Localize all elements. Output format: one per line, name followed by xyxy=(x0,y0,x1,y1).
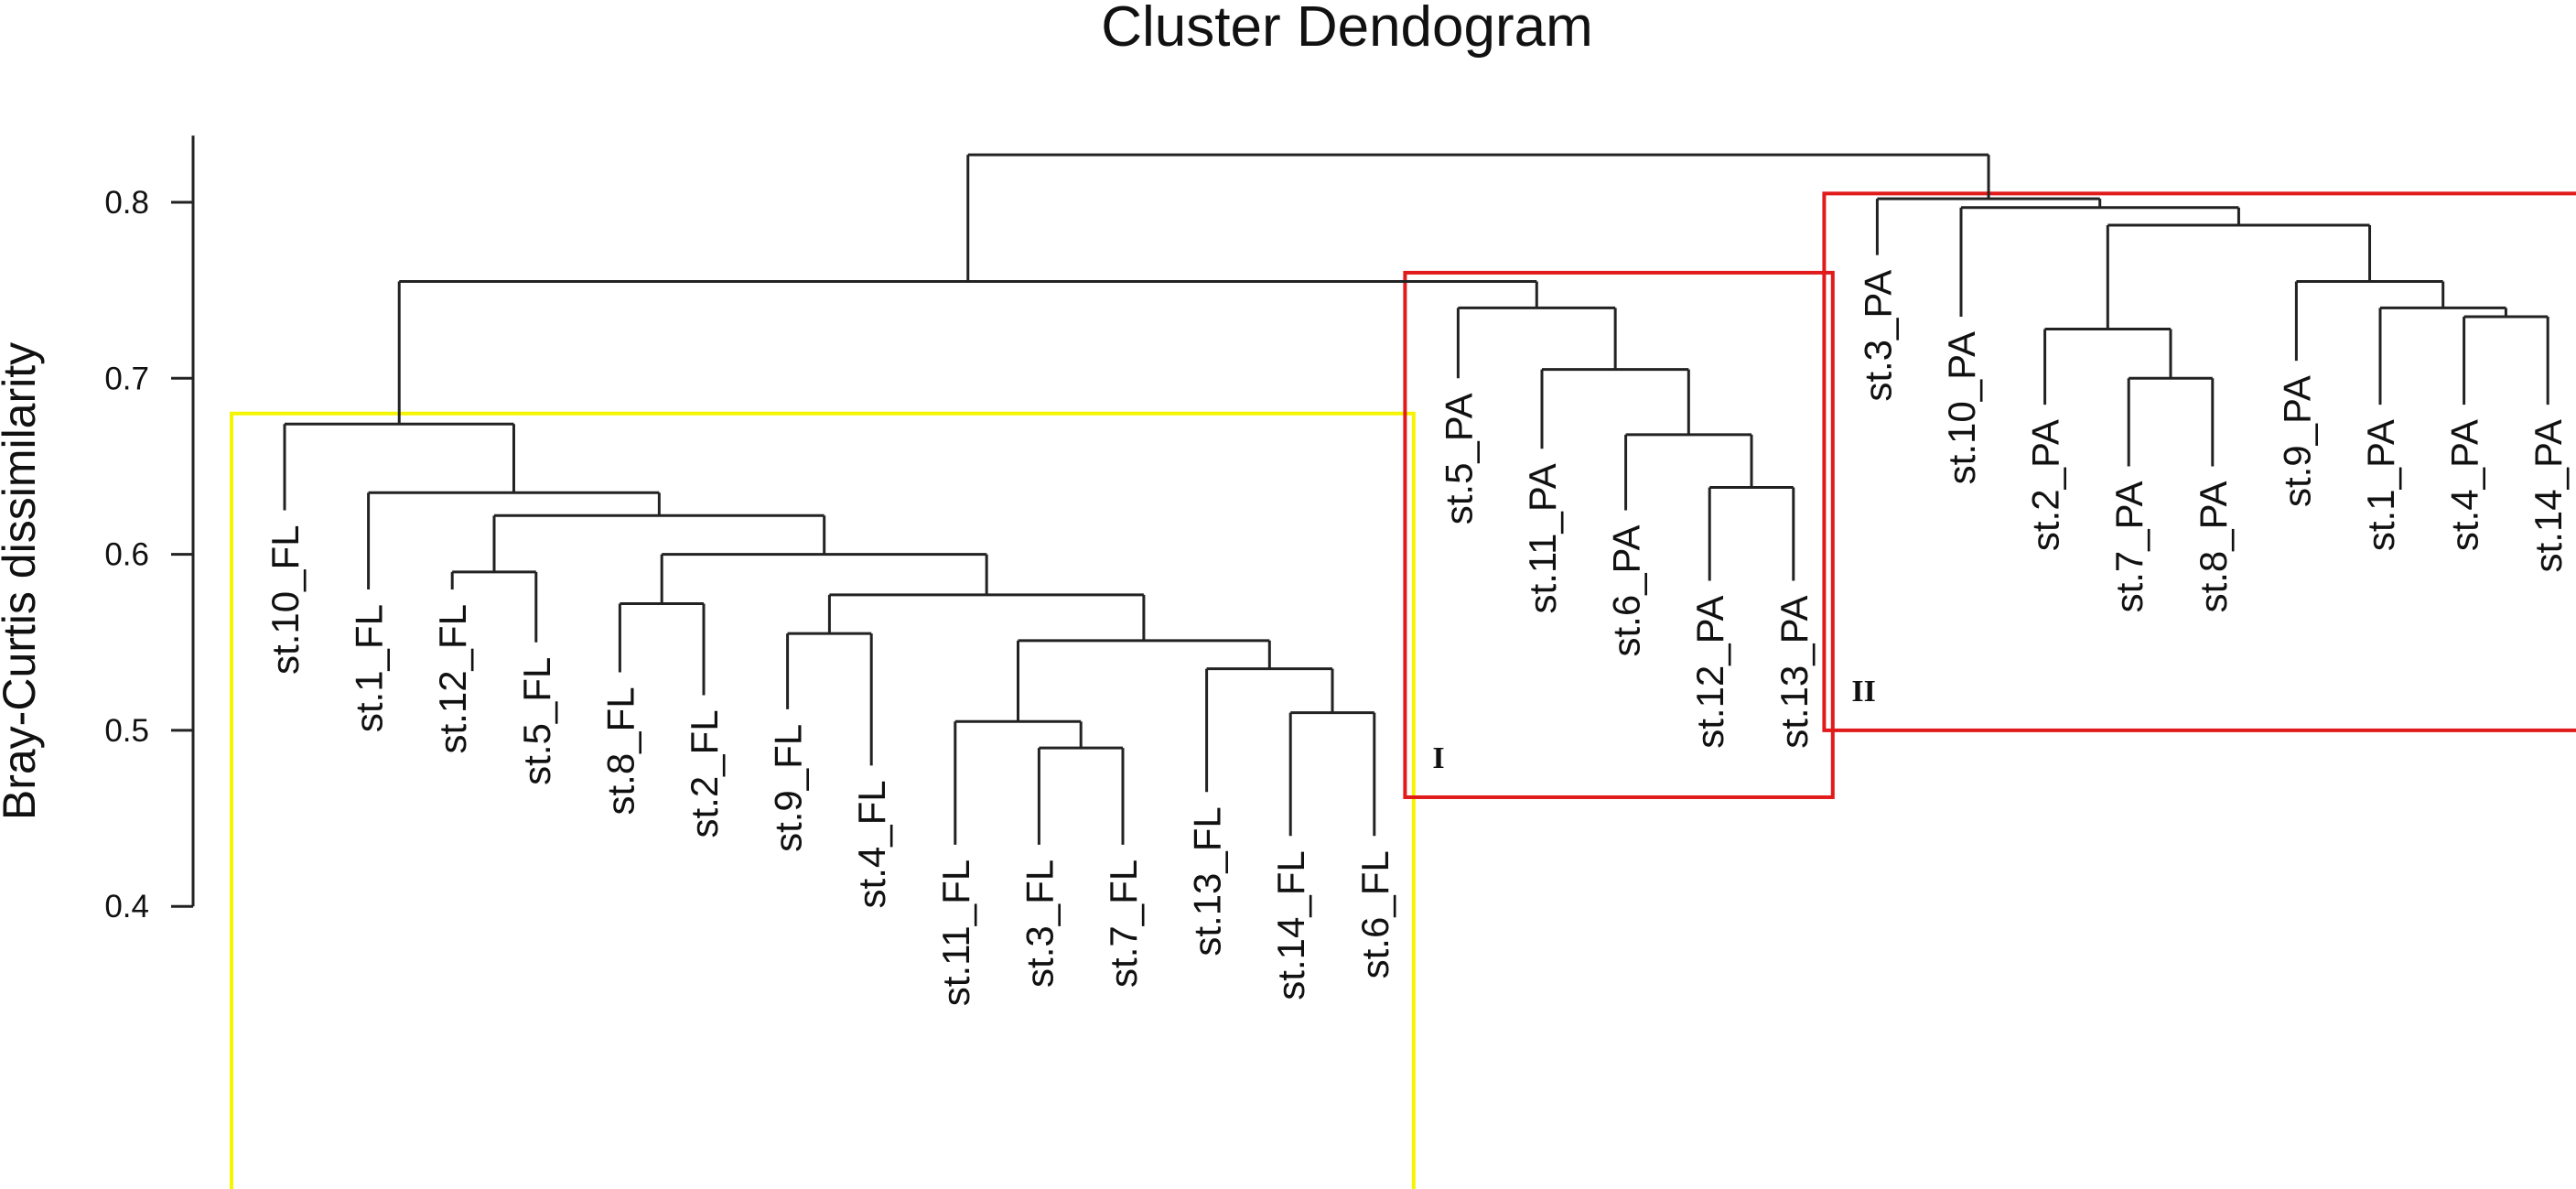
y-tick-label: 0.8 xyxy=(104,185,149,221)
leaf-label: st.13_FL xyxy=(1186,806,1229,956)
cluster-boxes: III xyxy=(230,191,2576,1189)
leaf-label: st.3_FL xyxy=(1018,859,1061,988)
leaf-label: st.5_PA xyxy=(1437,393,1480,524)
leaf-label: st.10_FL xyxy=(264,525,307,675)
leaf-label: st.2_PA xyxy=(2024,419,2067,551)
y-tick-label: 0.4 xyxy=(104,889,149,924)
leaf-label: st.7_FL xyxy=(1102,859,1145,988)
leaf-label: st.4_FL xyxy=(850,780,893,908)
chart-title: Cluster Dendogram xyxy=(1101,0,1593,59)
leaf-label: st.5_FL xyxy=(515,657,558,785)
y-tick-label: 0.6 xyxy=(104,537,149,573)
leaf-label: st.2_FL xyxy=(683,709,726,838)
dendrogram-branches xyxy=(283,153,2549,845)
y-tick-label: 0.7 xyxy=(104,361,149,396)
leaf-label: st.9_FL xyxy=(767,724,810,852)
box-i-outline xyxy=(1403,270,1835,799)
box-ii-label: II xyxy=(1851,675,1875,708)
leaf-label: st.4_PA xyxy=(2443,419,2486,551)
leaf-label: st.9_PA xyxy=(2275,375,2318,507)
leaf-label: st.13_PA xyxy=(1773,595,1816,748)
leaf-label: st.12_PA xyxy=(1688,595,1731,748)
leaf-label: st.12_FL xyxy=(431,604,474,753)
box-fl-outline xyxy=(230,411,1416,1189)
leaf-label: st.6_FL xyxy=(1353,850,1396,978)
leaf-labels: st.10_FL st.1_FL st.12_FL st.5_FL st.8_FL st.… xyxy=(264,270,2570,1007)
leaf-label: st.11_FL xyxy=(934,859,977,1006)
box-ii-outline xyxy=(1822,191,2576,732)
leaf-label: st.14_PA xyxy=(2527,419,2570,572)
y-axis-label: Bray-Curtis dissimilarity xyxy=(0,342,45,820)
leaf-label: st.6_PA xyxy=(1605,525,1648,657)
box-i-label: I xyxy=(1432,741,1444,775)
leaf-label: st.11_PA xyxy=(1521,463,1564,613)
leaf-label: st.14_FL xyxy=(1269,850,1312,1000)
leaf-label: st.7_PA xyxy=(2107,481,2150,612)
leaf-label: st.8_FL xyxy=(598,686,641,815)
leaf-label: st.1_PA xyxy=(2359,419,2402,551)
leaf-label: st.8_PA xyxy=(2192,481,2235,612)
leaf-label: st.10_PA xyxy=(1940,331,1983,484)
leaf-label: st.3_PA xyxy=(1856,270,1899,402)
leaf-label: st.1_FL xyxy=(348,604,391,732)
y-axis: 0.4 0.5 0.6 0.7 0.8 xyxy=(104,135,195,924)
y-tick-label: 0.5 xyxy=(104,713,149,749)
